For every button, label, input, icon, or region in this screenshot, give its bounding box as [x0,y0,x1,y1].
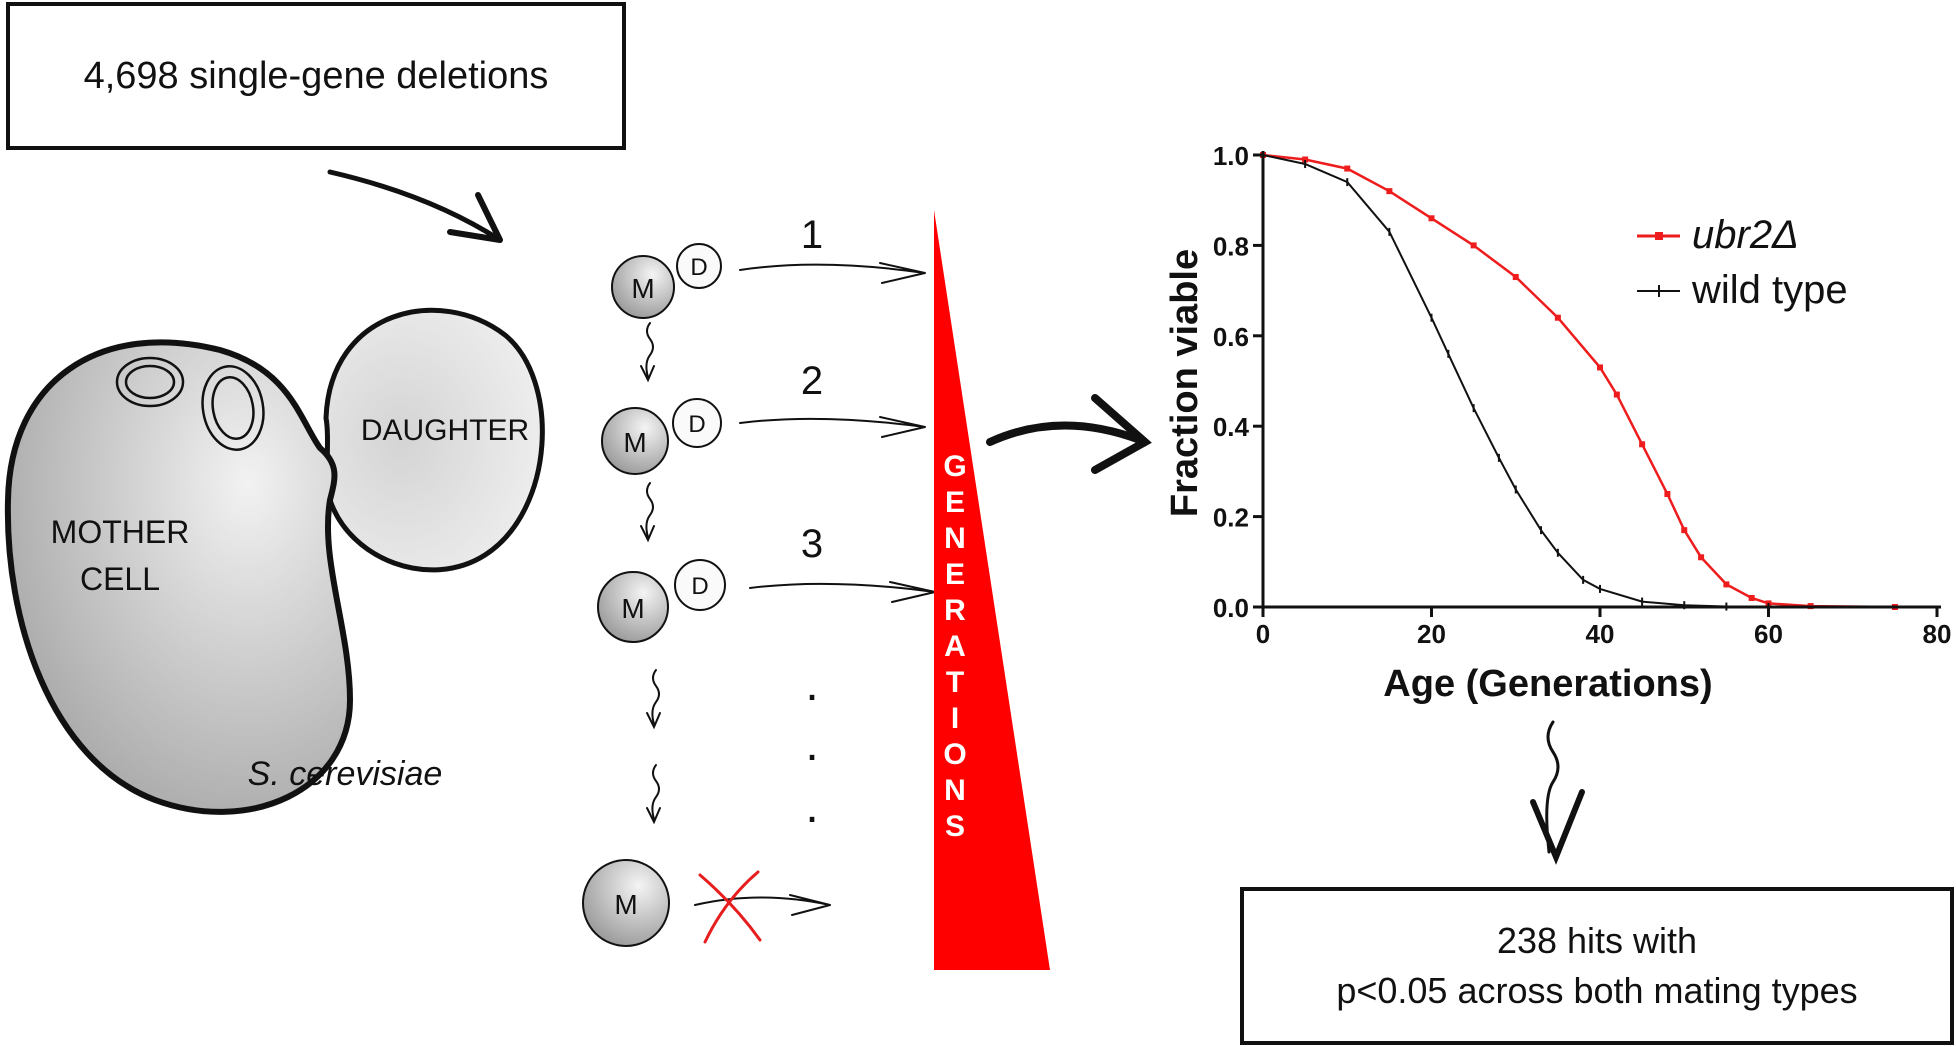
series-point [1597,364,1603,371]
series-point [1723,581,1730,588]
survival-chart: 0.0 0.2 0.4 0.6 0.8 1.0 0 20 40 60 80 Age (Generat… [1164,141,1951,705]
x-tick-label: 80 [1923,619,1952,649]
series-point [1554,314,1561,321]
wedge-letter: I [951,702,959,735]
ellipsis-dot-3: . [805,780,818,833]
daughter-letter: D [691,573,708,600]
series-point [1512,274,1519,281]
daughter-label: DAUGHTER [361,414,529,447]
series-point [1639,441,1646,448]
mother-cell [4,339,354,815]
vacuole-1 [115,356,185,408]
series-point [1344,165,1351,172]
input-deletions-box: 4,698 single-gene deletions [6,2,626,150]
x-tick-label: 60 [1754,619,1783,649]
legend-label: ubr2Δ [1692,213,1799,257]
budding-cell-3: M D [597,559,726,643]
mother-letter: M [623,427,646,458]
series-point [1613,391,1620,398]
wedge-letter: A [944,630,966,663]
ellipsis-dot-1: . [805,658,818,711]
mother-label-line2: CELL [80,561,160,597]
x-tick-label: 20 [1417,619,1446,649]
result-line-2: p<0.05 across both mating types [1336,970,1858,1011]
mother-letter: M [621,593,644,624]
generation-number-1: 1 [801,213,823,257]
series-point [1698,554,1705,561]
daughter-letter: D [690,254,707,281]
lineage-column: M D M D M D M [582,213,936,947]
to-chart-arrow [986,394,1152,474]
generation-number-2: 2 [801,359,823,403]
wedge-letter: G [943,450,966,483]
series-point [1470,242,1477,249]
result-hits-box: 238 hits with p<0.05 across both mating … [1240,887,1954,1045]
series-point [1386,188,1393,195]
input-deletions-text: 4,698 single-gene deletions [83,54,549,97]
legend-label: wild type [1691,268,1848,312]
x-tick-label: 40 [1586,619,1615,649]
series-point [1302,156,1309,163]
wedge-letter: N [944,774,966,807]
series-point [1748,594,1755,601]
generation-number-3: 3 [801,522,823,566]
chart-legend: ubr2Δ wild type [1637,213,1848,312]
series-point [1681,527,1688,534]
input-arrow [327,169,503,243]
legend-marker [1655,232,1663,240]
lineage-down-arrows [640,322,661,825]
y-tick-label: 1.0 [1213,141,1249,171]
y-tick-label: 0.8 [1213,231,1249,261]
wedge-letter: O [943,738,966,771]
y-axis-label: Fraction viable [1164,249,1206,517]
y-tick-label: 0.0 [1213,593,1249,623]
series-point [1664,491,1671,497]
budding-cell-1: M D [611,243,722,319]
series-line-mutant [1262,153,1895,609]
budding-cell-2: M D [601,398,722,475]
result-line-1: 238 hits with [1496,920,1698,961]
vacuole-2 [201,365,265,451]
series-point [1428,215,1435,222]
species-label: S. cerevisiae [248,755,443,793]
wedge-letter: T [946,666,964,699]
to-results-arrow [1530,720,1585,865]
mother-letter: M [614,889,637,920]
mother-letter: M [631,273,654,304]
death-cross-icon [698,870,762,944]
ellipsis-dot-2: . [805,718,818,771]
wedge-letter: S [945,810,965,843]
wedge-letter: R [944,594,966,627]
wedge-letter: E [945,558,965,591]
y-tick-label: 0.4 [1213,412,1250,442]
x-axis-label: Age (Generations) [1383,663,1712,705]
wedge-letter: E [945,486,965,519]
mother-label-line1: MOTHER [51,514,190,550]
dead-mother-cell: M [582,859,670,947]
yeast-cell-illustration: DAUGHTER MOTHER CELL [4,307,545,815]
y-tick-label: 0.6 [1213,322,1249,352]
x-tick-label: 0 [1256,619,1270,649]
y-tick-label: 0.2 [1213,503,1249,533]
daughter-letter: D [688,411,705,438]
wedge-letter: N [944,522,966,555]
